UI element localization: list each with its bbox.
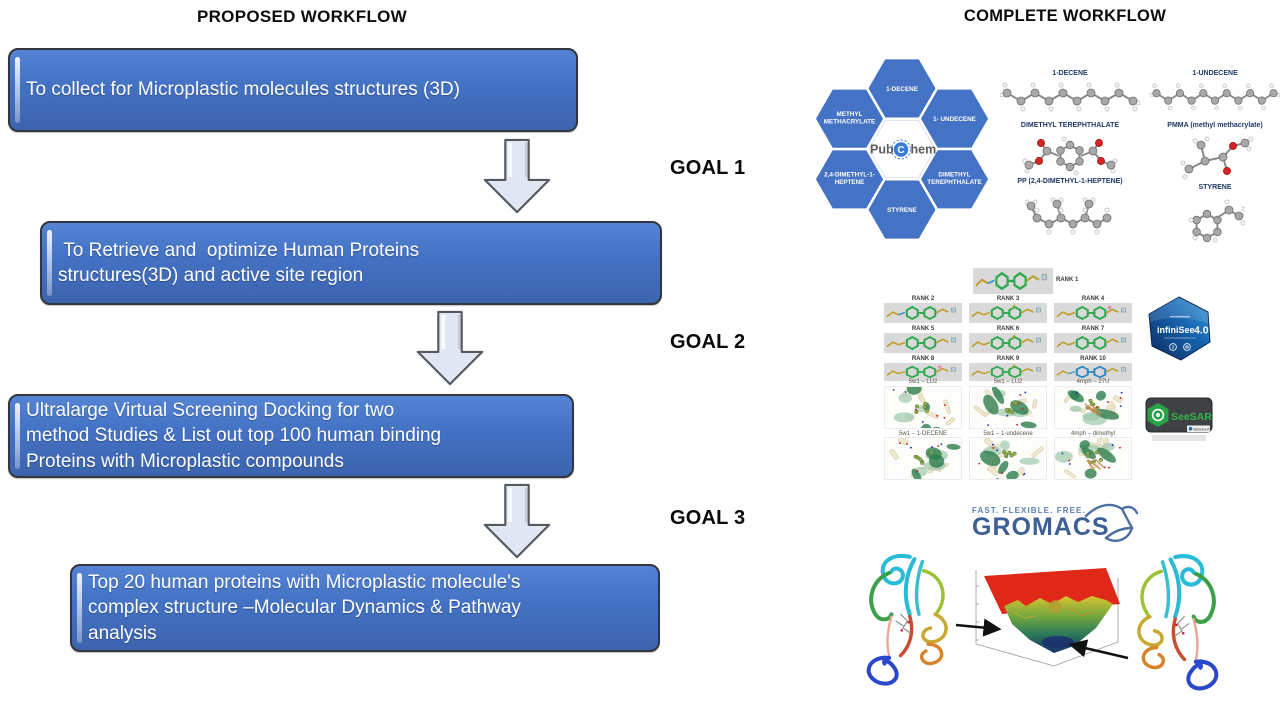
goal-1-label: GOAL 1 bbox=[670, 157, 746, 179]
gromacs-tagline: FAST. FLEXIBLE. FREE. bbox=[972, 506, 1086, 515]
workflow-box-virtual-screening: Ultralarge Virtual Screening Docking for… bbox=[8, 394, 574, 478]
arrow-right-protein-to-funnel bbox=[1068, 639, 1129, 660]
molecule-image-styrene bbox=[1188, 199, 1245, 243]
workflow-box-retrieve-proteins: To Retrieve and optimize Human Proteins … bbox=[40, 221, 662, 305]
molecule-label-1-undecene: 1-UNDECENE bbox=[1192, 70, 1238, 77]
docking-caption-4: 5w1 – 1-DECENE bbox=[898, 431, 948, 437]
pubchem-c-dashed-ring bbox=[891, 139, 911, 160]
rank-label-1: RANK 1 bbox=[1056, 277, 1079, 283]
molecule-label-dimethyl-terephthalate: DIMETHYL TEREPHTHALATE bbox=[1020, 122, 1120, 129]
molecule-image-1-undecene bbox=[1150, 83, 1280, 111]
rank-structure-1 bbox=[973, 268, 1053, 294]
docking-image-2 bbox=[969, 386, 1047, 429]
pubchem-c-circle bbox=[893, 142, 909, 157]
rank-structure-2 bbox=[884, 303, 962, 323]
seesar-reflection bbox=[1152, 435, 1206, 441]
infinisee-mini-icons bbox=[1169, 343, 1191, 351]
rank-label-5: RANK 5 bbox=[911, 326, 935, 332]
infinisee-highlight bbox=[1149, 297, 1209, 324]
molecule-label-styrene: STYRENE bbox=[1198, 184, 1232, 191]
rank-label-4: RANK 4 bbox=[1081, 296, 1105, 302]
hexagon-label: STYRENE bbox=[887, 207, 917, 214]
rank-label-7: RANK 7 bbox=[1081, 326, 1105, 332]
rank-structure-7 bbox=[1054, 333, 1132, 353]
energy-funnel bbox=[1004, 596, 1113, 653]
rank-structure-6 bbox=[969, 333, 1047, 353]
workflow-box-text: To Retrieve and optimize Human Proteins … bbox=[58, 239, 420, 286]
down-arrow-icon bbox=[416, 310, 484, 386]
hexagon-label: 1-DECENE bbox=[886, 86, 918, 93]
workflow-box-text: To collect for Microplastic molecules st… bbox=[26, 79, 460, 101]
rank-structure-9 bbox=[969, 363, 1047, 381]
annotation-arrows bbox=[955, 618, 1129, 660]
docking-caption-5: 5w1 – 1-undecene bbox=[983, 431, 1033, 437]
biosolveit-badge-text: BioSolveIT bbox=[1194, 428, 1210, 432]
seesar-logo: SeeSAR BioSolveIT bbox=[1145, 397, 1213, 441]
goal-2-label: GOAL 2 bbox=[670, 331, 746, 353]
workflow-box-text: Ultralarge Virtual Screening Docking for… bbox=[26, 399, 442, 472]
infinisee-subtitle-mark bbox=[1164, 337, 1196, 339]
molecule-label-pmma: PMMA (methyl methacrylate) bbox=[1167, 122, 1263, 129]
docking-image-1 bbox=[884, 386, 962, 429]
hexagon-label: 1- UNDECENE bbox=[933, 116, 976, 123]
docking-caption-1: 5w1 – LU2 bbox=[908, 379, 938, 385]
rank-structure-3 bbox=[969, 303, 1047, 323]
docking-caption-3: 4mph – 27U bbox=[1076, 379, 1110, 385]
biosolveit-badge bbox=[1187, 425, 1210, 432]
molecule-image-dimethyl-terephthalate bbox=[1022, 136, 1118, 176]
infinisee-brand-mark bbox=[1170, 316, 1190, 318]
protein-ribbon-left bbox=[866, 553, 948, 686]
rank-label-6: RANK 6 bbox=[996, 326, 1020, 332]
gromacs-bird-icon bbox=[1084, 503, 1139, 542]
docking-image-5 bbox=[969, 437, 1047, 480]
svg-text:Pub: Pub bbox=[870, 143, 894, 157]
docking-caption-2: 5w1 – LU2 bbox=[993, 379, 1023, 385]
molecule-label-pp-heptene: PP (2,4-DIMETHYL-1-HEPTENE) bbox=[1017, 178, 1123, 185]
docking-image-3 bbox=[1054, 386, 1132, 429]
rank-label-9: RANK 9 bbox=[996, 356, 1020, 362]
molecule-label-1-decene: 1-DECENE bbox=[1052, 70, 1088, 77]
workflow-box-molecular-dynamics: Top 20 human proteins with Microplastic … bbox=[70, 564, 660, 652]
down-arrow-icon bbox=[483, 138, 551, 214]
proposed-workflow-title: PROPOSED WORKFLOW bbox=[196, 7, 408, 26]
rank-structure-5 bbox=[884, 333, 962, 353]
svg-text:hem: hem bbox=[911, 143, 937, 157]
docking-image-6 bbox=[1054, 437, 1132, 480]
seesar-name: SeeSAR bbox=[1171, 411, 1212, 423]
rank-label-2: RANK 2 bbox=[911, 296, 935, 302]
plot-axes bbox=[975, 570, 1119, 667]
infinisee-version: 4.0 bbox=[1194, 325, 1209, 337]
goal-3-label: GOAL 3 bbox=[670, 507, 746, 529]
pubchem-logo: Pub C hem bbox=[870, 139, 937, 160]
rank-label-3: RANK 3 bbox=[996, 296, 1020, 302]
workflow-box-collect-structures: To collect for Microplastic molecules st… bbox=[8, 48, 578, 132]
complete-workflow-title: COMPLETE WORKFLOW bbox=[963, 7, 1167, 25]
hexagon-methyl-methacrylate bbox=[813, 87, 886, 151]
infinisee-logo: infiniSee 4.0 bbox=[1148, 296, 1211, 361]
gromacs-logo: FAST. FLEXIBLE. FREE. GROMACS bbox=[972, 503, 1152, 558]
svg-text:C: C bbox=[897, 145, 904, 156]
rank-label-10: RANK 10 bbox=[1080, 356, 1106, 362]
gromacs-name: GROMACS bbox=[972, 513, 1110, 541]
molecule-image-1-decene bbox=[1000, 82, 1140, 112]
rank-structure-8 bbox=[884, 363, 962, 381]
arrow-left-protein-to-funnel bbox=[955, 618, 1002, 637]
rank-structure-10 bbox=[1054, 363, 1132, 381]
workflow-box-text: Top 20 human proteins with Microplastic … bbox=[88, 571, 521, 644]
rank-structure-4 bbox=[1054, 303, 1132, 323]
molecule-image-pp-heptene bbox=[1025, 197, 1112, 235]
energy-landscape-plot bbox=[975, 568, 1120, 667]
down-arrow-icon bbox=[483, 483, 551, 559]
infinisee-name: infiniSee bbox=[1157, 325, 1195, 335]
hexagon-label: 2,4-DIMETHYL-1-HEPTENE bbox=[824, 172, 875, 187]
molecule-image-pmma bbox=[1180, 136, 1254, 180]
docking-image-4 bbox=[884, 437, 962, 480]
rank-label-8: RANK 8 bbox=[911, 356, 935, 362]
